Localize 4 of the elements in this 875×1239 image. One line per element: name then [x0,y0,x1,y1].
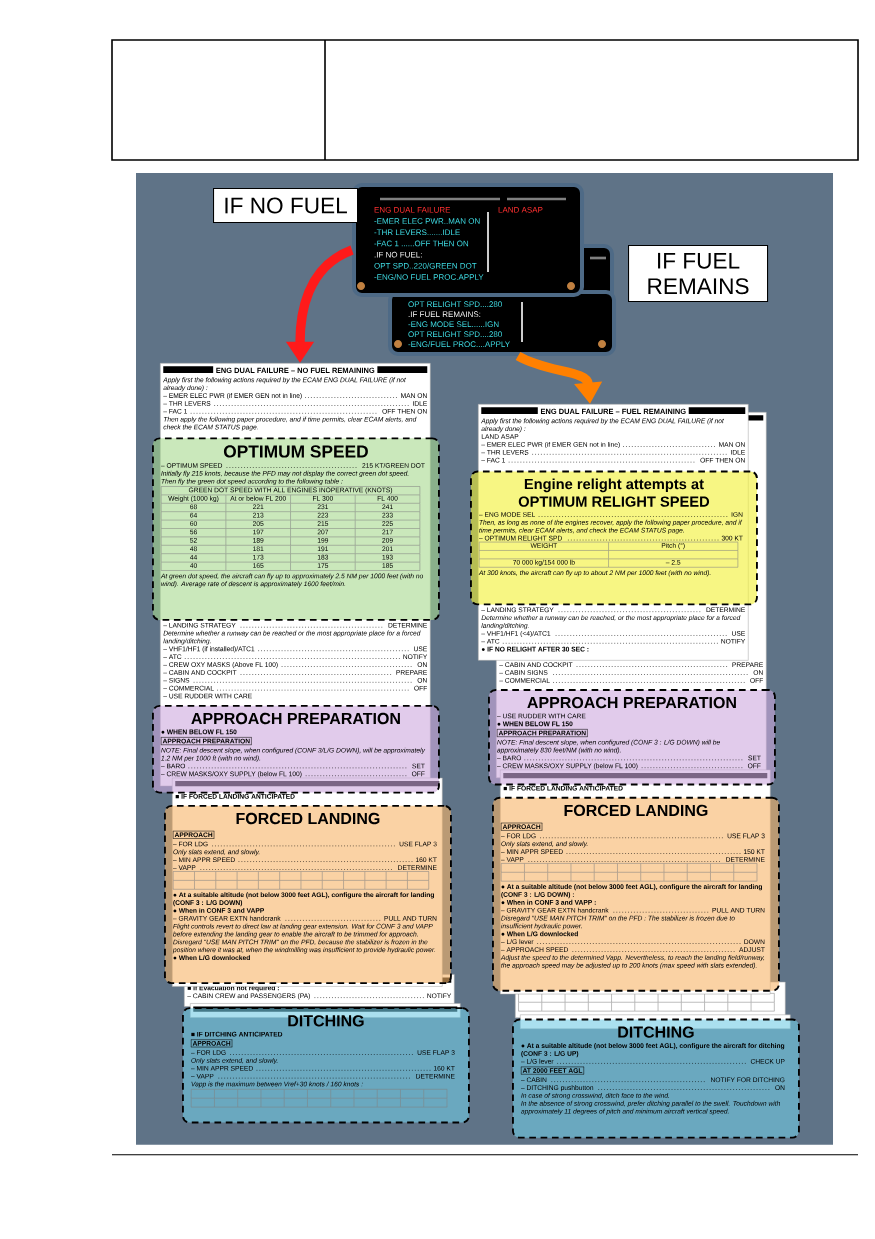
display-screen: ENG DUAL FAILURE -EMER ELEC PWR..MAN ON -THR LEVERS.......IDLE -FAC 1 ......OFF THEN ON .IF NO FUEL: OPT SPD..220/GREEN DOT -ENG/NO FUEL PROC.APPLY LAND ASAP [352,183,584,297]
display-screen: OPT RELIGHT SPD....280 .IF FUEL REMAINS: -ENG MODE SEL......IGN OPT RELIGHT SPD....280 -ENG/FUEL PROC....APPLY [388,290,616,356]
label-box: IF NO FUEL [213,188,359,224]
label-box: IF FUEL REMAINS [628,245,769,303]
